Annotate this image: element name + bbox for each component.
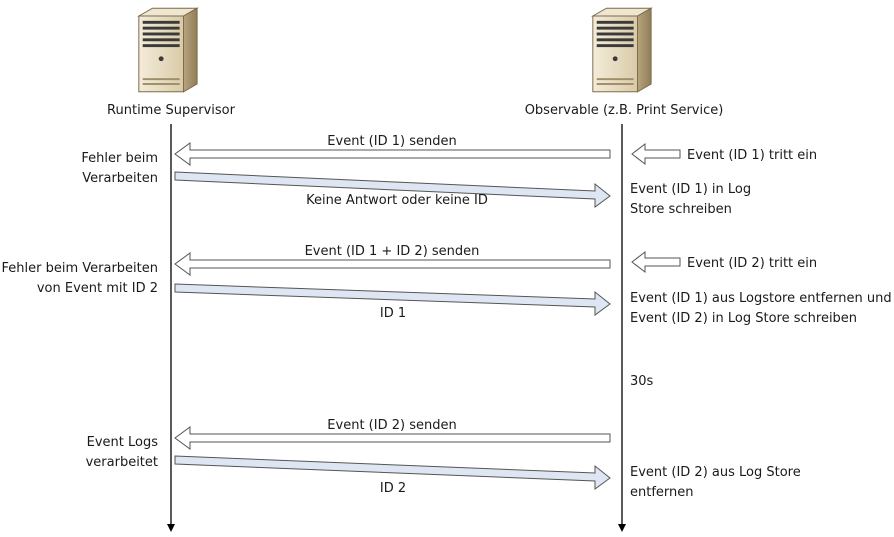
- message-6: ID 2: [174, 455, 611, 496]
- trigger-arrow: [631, 250, 681, 274]
- message-arrow-left: [174, 252, 611, 276]
- message-label: Event (ID 1 + ID 2) senden: [305, 244, 480, 259]
- left-note-3: Event Logs verarbeitet: [86, 435, 159, 470]
- note-line: entfernen: [630, 485, 694, 500]
- trigger-label: Event (ID 1) tritt ein: [687, 148, 817, 163]
- right-note-3: 30s: [630, 374, 654, 389]
- note-line: verarbeitet: [86, 455, 158, 470]
- server-icon: [138, 7, 198, 93]
- note-line: 30s: [630, 374, 654, 389]
- trigger-1: Event (ID 1) tritt ein: [631, 142, 817, 166]
- message-arrow-left: [174, 142, 611, 166]
- message-arrow-right: [174, 283, 611, 316]
- left-actor: Runtime Supervisor: [107, 7, 236, 118]
- note-line: Store schreiben: [630, 202, 732, 217]
- message-label: Event (ID 2) senden: [327, 418, 456, 433]
- note-line: Event (ID 1) in Log: [630, 182, 751, 197]
- message-1: Event (ID 1) senden: [174, 134, 611, 166]
- message-5: Event (ID 2) senden: [174, 418, 611, 450]
- message-arrow-right: [174, 171, 611, 208]
- message-label: Keine Antwort oder keine ID: [306, 193, 488, 208]
- right-actor: Observable (z.B. Print Service): [525, 7, 724, 118]
- trigger-2: Event (ID 2) tritt ein: [631, 250, 817, 274]
- message-4: ID 1: [174, 283, 611, 321]
- message-label: ID 1: [380, 306, 406, 321]
- note-line: Fehler beim Verarbeiten: [2, 261, 158, 276]
- trigger-arrow: [631, 142, 681, 166]
- server-icon: [592, 7, 652, 93]
- message-arrow-left: [174, 426, 611, 450]
- right-note-2: Event (ID 1) aus Logstore entfernen und …: [630, 291, 892, 326]
- right-note-1: Event (ID 1) in Log Store schreiben: [630, 182, 751, 217]
- left-actor-label: Runtime Supervisor: [107, 103, 236, 118]
- message-arrow-right: [174, 455, 611, 490]
- right-actor-label: Observable (z.B. Print Service): [525, 103, 724, 118]
- message-2: Keine Antwort oder keine ID: [174, 171, 611, 208]
- note-line: Event (ID 1) aus Logstore entfernen und: [630, 291, 892, 306]
- right-note-4: Event (ID 2) aus Log Store entfernen: [630, 465, 801, 500]
- message-label: ID 2: [380, 481, 406, 496]
- note-line: Verarbeiten: [82, 171, 158, 186]
- note-line: Event (ID 2) aus Log Store: [630, 465, 801, 480]
- message-label: Event (ID 1) senden: [327, 134, 456, 149]
- left-note-1: Fehler beim Verarbeiten: [81, 151, 158, 186]
- message-3: Event (ID 1 + ID 2) senden: [174, 244, 611, 276]
- note-line: von Event mit ID 2: [37, 281, 158, 296]
- note-line: Event Logs: [87, 435, 159, 450]
- left-note-2: Fehler beim Verarbeiten von Event mit ID…: [2, 261, 158, 296]
- trigger-label: Event (ID 2) tritt ein: [687, 256, 817, 271]
- note-line: Event (ID 2) in Log Store schreiben: [630, 311, 857, 326]
- note-line: Fehler beim: [81, 151, 158, 166]
